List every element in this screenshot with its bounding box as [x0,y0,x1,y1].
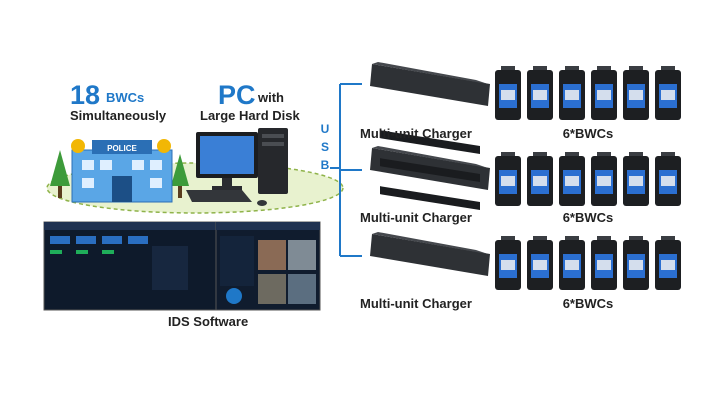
bwc-device-icon [495,152,521,206]
multi-unit-charger [370,146,490,190]
bwc-group-label: 6*BWCs [562,126,614,141]
usb-letter: S [320,140,329,154]
tree-icon [50,150,70,198]
bwc-device-icon [559,152,585,206]
ids-software-label: IDS Software [168,314,249,329]
charger-label: Multi-unit Charger [360,210,472,225]
charger-label: Multi-unit Charger [360,296,472,311]
bwc-device-icon [495,66,521,120]
bwc-device-icon [591,152,617,206]
pc-with: with [258,90,284,105]
usb-letter: U [320,122,330,136]
bwc-device-icon [655,66,681,120]
badge-icon [157,139,171,153]
bwc-device-icon [591,66,617,120]
police-sign: POLICE [107,144,137,153]
multi-unit-charger [370,62,490,155]
ids-playback-screen [215,221,321,311]
bwc-device-icon [559,236,585,290]
police-station-icon: POLICE [71,139,173,203]
bwc-count: 18 [70,80,101,110]
bwc-device-icon [527,236,553,290]
charger-label: Multi-unit Charger [360,126,472,141]
badge-icon [71,139,85,153]
multi-unit-charger [370,186,490,276]
bwc-device-icon [623,152,649,206]
bwc-group-label: 6*BWCs [562,296,614,311]
bwc-count-caption: Simultaneously [70,108,167,123]
bwc-grid [495,66,681,290]
usb-connector [330,83,362,257]
bwc-device-icon [527,152,553,206]
bwc-device-icon [527,66,553,120]
bwc-group-label: 6*BWCs [562,210,614,225]
pc-title: PC [218,80,256,110]
bwc-device-icon [623,236,649,290]
bwc-device-icon [655,236,681,290]
pc-icon [186,128,288,206]
pc-caption: Large Hard Disk [200,108,300,123]
bwc-device-icon [591,236,617,290]
bwc-count-unit: BWCs [106,90,145,105]
tree-icon [171,154,189,198]
bwc-device-icon [495,236,521,290]
bwc-device-icon [623,66,649,120]
usb-letter: B [320,158,330,172]
bwc-device-icon [655,152,681,206]
ids-software-screen [43,221,217,311]
bwc-device-icon [559,66,585,120]
